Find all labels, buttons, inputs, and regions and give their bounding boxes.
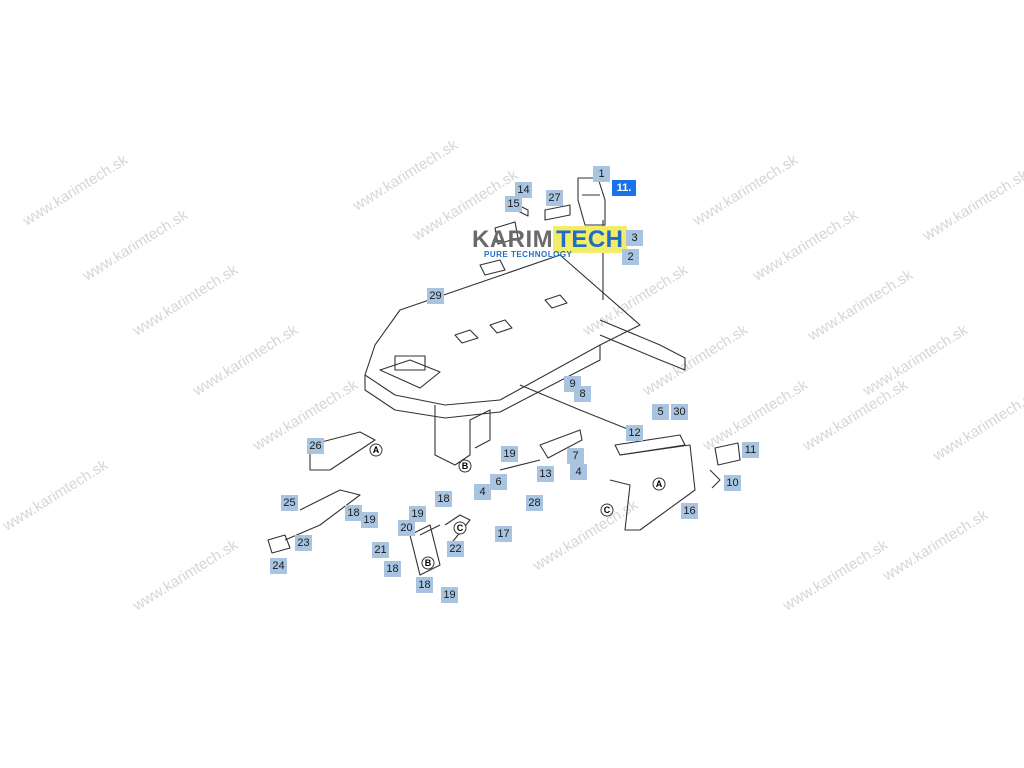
brand-part1: KARIM: [472, 226, 554, 253]
frame-bracket: [434, 405, 491, 466]
part-callout[interactable]: 18: [384, 561, 401, 577]
part-callout[interactable]: 18: [345, 505, 362, 521]
pedal-arm: [284, 489, 361, 541]
part-callout[interactable]: 16: [681, 503, 698, 519]
section-label: 11.: [612, 180, 636, 196]
part-callout[interactable]: 2: [622, 249, 639, 265]
part-callout[interactable]: 19: [361, 512, 378, 528]
part-callout[interactable]: 6: [490, 474, 507, 490]
part-callout[interactable]: 10: [724, 475, 741, 491]
part-callout[interactable]: 30: [671, 404, 688, 420]
frame-plate: [364, 254, 641, 406]
part-callout[interactable]: 17: [495, 526, 512, 542]
part-callout[interactable]: 11: [742, 442, 759, 458]
part-callout[interactable]: 14: [515, 182, 532, 198]
part-callout[interactable]: 15: [505, 196, 522, 212]
part-callout[interactable]: 18: [416, 577, 433, 593]
part-callout[interactable]: 22: [447, 541, 464, 557]
part-callout[interactable]: 4: [474, 484, 491, 500]
part-callout[interactable]: 27: [546, 190, 563, 206]
part-callout[interactable]: 1: [593, 166, 610, 182]
brand-part2: TECH: [553, 226, 627, 253]
part-callout[interactable]: 5: [652, 404, 669, 420]
part-callout[interactable]: 23: [295, 535, 312, 551]
brand-tagline: PURE TECHNOLOGY: [484, 250, 573, 259]
valve-block: [577, 177, 606, 226]
part-callout[interactable]: 21: [372, 542, 389, 558]
bracket-7: [539, 429, 583, 459]
part-callout[interactable]: 4: [570, 464, 587, 480]
part-callout[interactable]: 18: [435, 491, 452, 507]
part-callout[interactable]: 26: [307, 438, 324, 454]
part-callout[interactable]: 13: [537, 466, 554, 482]
part-callout[interactable]: 25: [281, 495, 298, 511]
part-callout[interactable]: 19: [409, 506, 426, 522]
part-callout[interactable]: 28: [526, 495, 543, 511]
part-callout[interactable]: 8: [574, 386, 591, 402]
part-callout[interactable]: 24: [270, 558, 287, 574]
spring-20: [419, 524, 441, 536]
part-callout[interactable]: 19: [501, 446, 518, 462]
part-callout[interactable]: 3: [626, 230, 643, 246]
rod-left: [309, 431, 376, 471]
part-callout[interactable]: 29: [427, 288, 444, 304]
part-callout[interactable]: 12: [626, 425, 643, 441]
lever-16: [609, 444, 696, 531]
part-callout[interactable]: 19: [441, 587, 458, 603]
switch-11: [714, 442, 741, 466]
part-callout[interactable]: 20: [398, 520, 415, 536]
part-callout[interactable]: 7: [567, 448, 584, 464]
